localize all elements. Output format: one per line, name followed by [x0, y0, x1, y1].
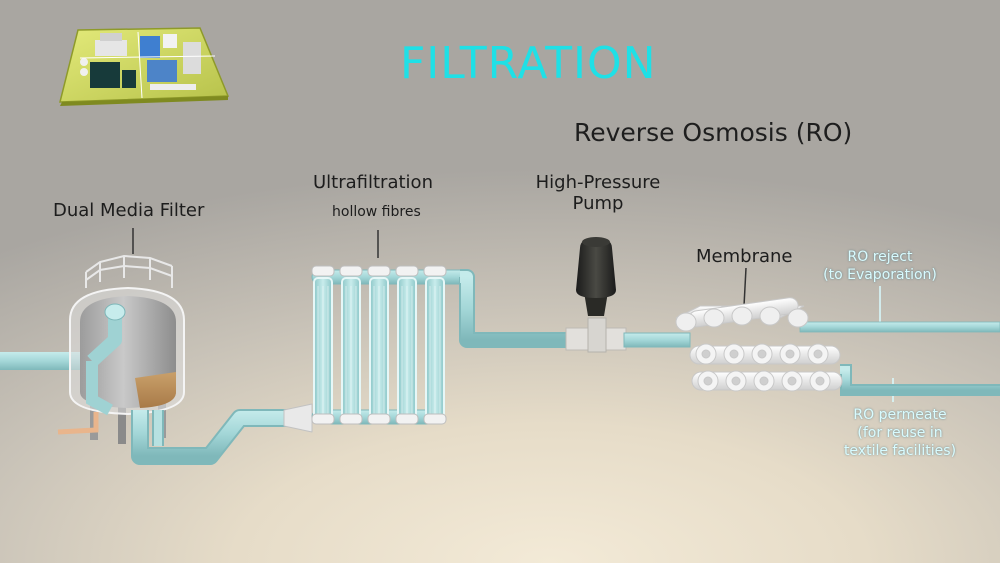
- label-high-pressure-pump: High-Pressure Pump: [530, 172, 666, 214]
- high-pressure-pump: [565, 237, 627, 353]
- label-ro-reject: RO reject (to Evaporation): [816, 248, 944, 284]
- label-ro-permeate-line2: (for reuse in: [857, 425, 943, 441]
- label-high-pressure-pump-line2: Pump: [572, 193, 624, 214]
- pump-to-membrane-pipe: [623, 332, 691, 348]
- filter-outlet-pipe: [131, 403, 313, 465]
- ro-permeate-pipe: [840, 364, 1000, 396]
- label-membrane: Membrane: [696, 246, 793, 267]
- label-ultrafiltration: Ultrafiltration: [313, 172, 433, 193]
- dual-media-filter-tank: [57, 254, 185, 444]
- label-ro-permeate: RO permeate (for reuse in textile facili…: [830, 406, 970, 460]
- section-heading: Reverse Osmosis (RO): [574, 118, 853, 147]
- label-dual-media-filter: Dual Media Filter: [53, 200, 205, 221]
- page-title: FILTRATION: [400, 38, 657, 89]
- label-high-pressure-pump-line1: High-Pressure: [535, 172, 661, 193]
- uf-to-pump-pipe: [459, 269, 575, 348]
- ro-reject-pipe: [799, 321, 1000, 333]
- label-ro-permeate-line3: textile facilities): [843, 443, 957, 459]
- ro-membrane-stack: [675, 297, 843, 392]
- ultrafiltration-module: [311, 265, 471, 425]
- label-hollow-fibres: hollow fibres: [332, 204, 421, 220]
- label-ro-reject-line1: RO reject: [847, 249, 913, 265]
- plant-map-thumbnail: [59, 27, 230, 106]
- label-ro-reject-line2: (to Evaporation): [823, 267, 937, 283]
- label-ro-permeate-line1: RO permeate: [853, 407, 947, 423]
